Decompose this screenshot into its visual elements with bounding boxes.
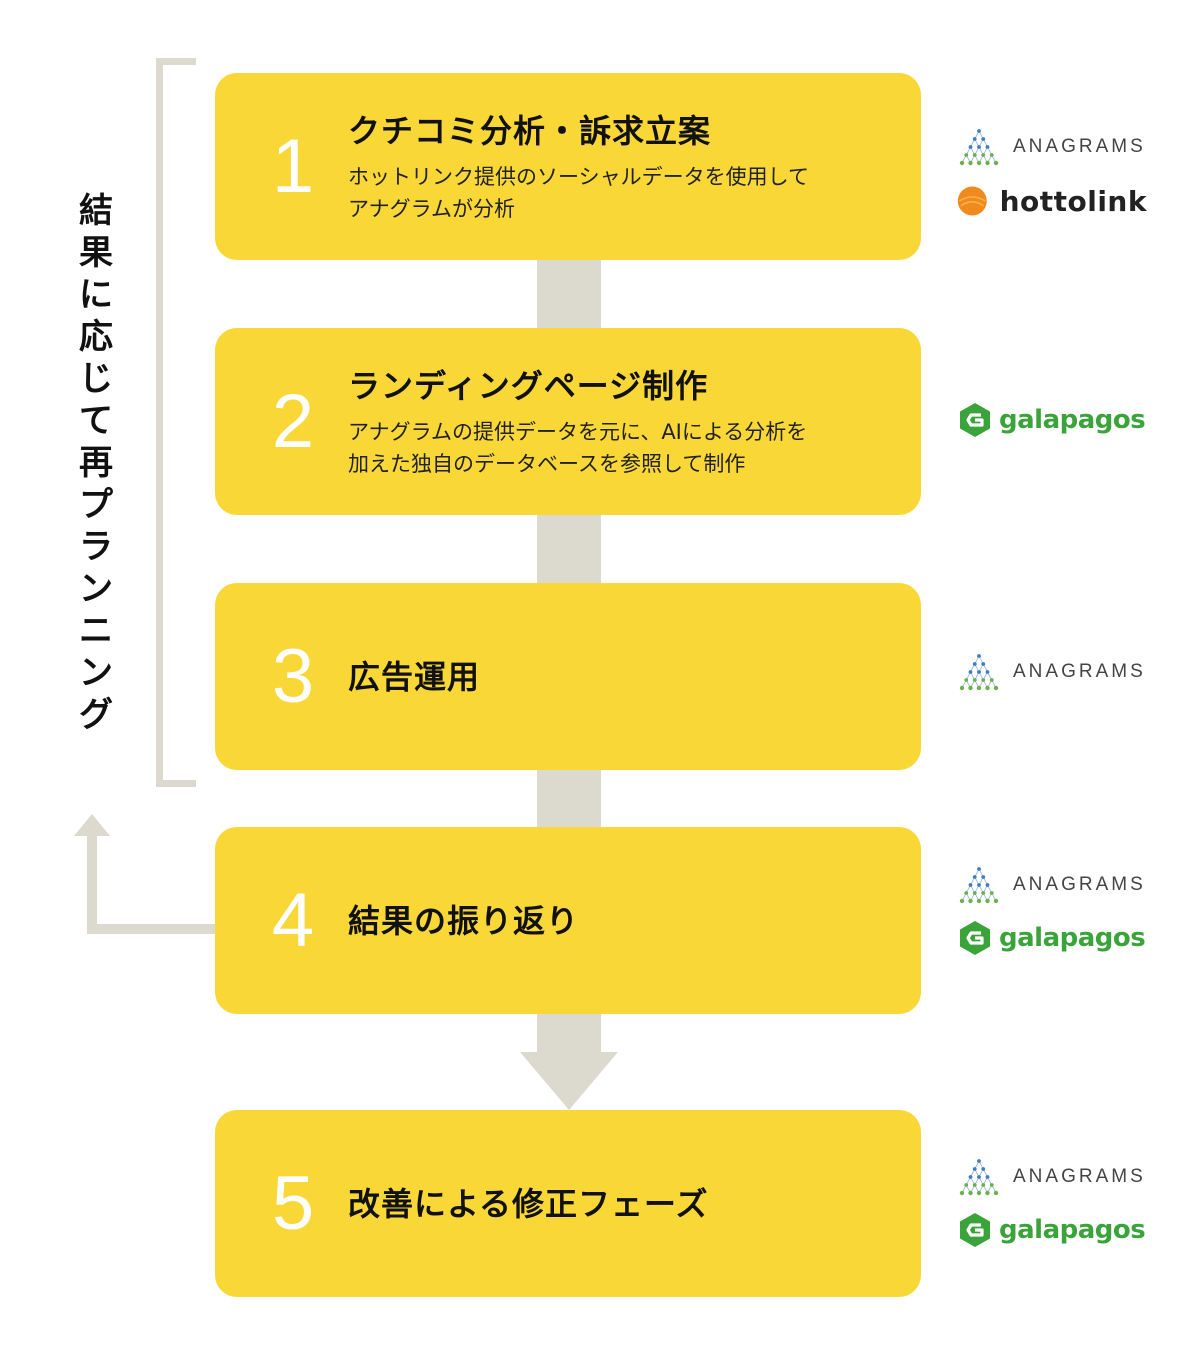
connector-4-5: [537, 1013, 601, 1053]
step-description-line: ホットリンク提供のソーシャルデータを使用して: [348, 164, 809, 189]
step-title: クチコミ分析・訴求立案: [348, 111, 712, 150]
replanning-label: 結果に応じて再プランニング: [72, 190, 120, 736]
step-number: 3: [271, 634, 315, 719]
hottolink-logo: hottolink: [957, 180, 1147, 222]
replanning-label-char: プ: [79, 485, 113, 525]
galapagos-wordmark: galapagos: [999, 923, 1146, 953]
loop-back-arrow-icon: [74, 814, 215, 934]
step-card-3: 3 広告運用: [215, 583, 921, 770]
step-text: クチコミ分析・訴求立案 ホットリンク提供のソーシャルデータを使用して アナグラム…: [348, 73, 901, 260]
step-text: 広告運用: [348, 583, 901, 770]
galapagos-hexagon-icon: [960, 921, 990, 955]
replanning-label-char: 応: [79, 317, 113, 357]
galapagos-wordmark: galapagos: [999, 405, 1146, 435]
anagrams-wordmark: ANAGRAMS: [1013, 874, 1146, 895]
step-title: 結果の振り返り: [348, 901, 580, 940]
step-description: ホットリンク提供のソーシャルデータを使用して アナグラムが分析: [348, 161, 901, 225]
replanning-label-char: ン: [79, 569, 113, 609]
galapagos-logo: galapagos: [957, 398, 1147, 442]
galapagos-hexagon-icon: [960, 1213, 990, 1247]
step-title: 広告運用: [348, 657, 481, 696]
anagrams-wordmark: ANAGRAMS: [1013, 661, 1146, 682]
step-number: 4: [271, 878, 315, 963]
step-text: 結果の振り返り: [348, 827, 901, 1014]
step-card-5: 5 改善による修正フェーズ: [215, 1110, 921, 1297]
step-text: ランディングページ制作 アナグラムの提供データを元に、AIによる分析を 加えた独…: [348, 328, 901, 515]
step-description-line: アナグラムが分析: [348, 196, 515, 221]
replanning-label-char: じ: [79, 359, 113, 399]
anagrams-wordmark: ANAGRAMS: [1013, 136, 1146, 157]
galapagos-logo: galapagos: [957, 1208, 1147, 1252]
step-number: 1: [271, 124, 315, 209]
galapagos-wordmark: galapagos: [999, 1215, 1146, 1245]
step-description: アナグラムの提供データを元に、AIによる分析を 加えた独自のデータベースを参照し…: [348, 416, 901, 480]
replanning-bracket: [156, 58, 196, 787]
galapagos-logo: galapagos: [957, 916, 1147, 960]
galapagos-hexagon-icon: [960, 403, 990, 437]
step-card-1: 1 クチコミ分析・訴求立案 ホットリンク提供のソーシャルデータを使用して アナグ…: [215, 73, 921, 260]
replanning-label-char: ラ: [79, 527, 113, 567]
replanning-label-char: 結: [79, 191, 113, 231]
connector-1-2: [537, 260, 601, 330]
anagrams-triangle-icon: [959, 867, 999, 904]
anagrams-triangle-icon: [959, 654, 999, 691]
step-description-line: アナグラムの提供データを元に、AIによる分析を: [348, 419, 808, 444]
anagrams-triangle-icon: [959, 129, 999, 166]
anagrams-logo: ANAGRAMS: [957, 127, 1147, 167]
anagrams-logo: ANAGRAMS: [957, 1157, 1147, 1197]
step-number: 5: [271, 1161, 315, 1246]
anagrams-wordmark: ANAGRAMS: [1013, 1166, 1146, 1187]
hottolink-wordmark: hottolink: [999, 184, 1147, 218]
replanning-label-char: 果: [79, 233, 113, 273]
connector-3-4: [537, 770, 601, 830]
replanning-label-char: て: [79, 401, 113, 441]
replanning-label-char: に: [79, 275, 113, 315]
hottolink-sun-icon: [957, 186, 987, 216]
step-title: 改善による修正フェーズ: [348, 1184, 709, 1223]
step-description-line: 加えた独自のデータベースを参照して制作: [348, 451, 746, 476]
anagrams-logo: ANAGRAMS: [957, 652, 1147, 692]
connector-2-3: [537, 515, 601, 585]
anagrams-logo: ANAGRAMS: [957, 865, 1147, 905]
replanning-label-char: グ: [79, 695, 113, 735]
anagrams-triangle-icon: [959, 1159, 999, 1196]
replanning-label-char: ニ: [79, 611, 113, 651]
step-title: ランディングページ制作: [348, 366, 709, 405]
replanning-label-char: 再: [79, 443, 113, 483]
step-number: 2: [271, 379, 315, 464]
step-text: 改善による修正フェーズ: [348, 1110, 901, 1297]
step-card-2: 2 ランディングページ制作 アナグラムの提供データを元に、AIによる分析を 加え…: [215, 328, 921, 515]
down-arrow-icon: [520, 1052, 618, 1110]
step-card-4: 4 結果の振り返り: [215, 827, 921, 1014]
replanning-label-char: ン: [79, 653, 113, 693]
